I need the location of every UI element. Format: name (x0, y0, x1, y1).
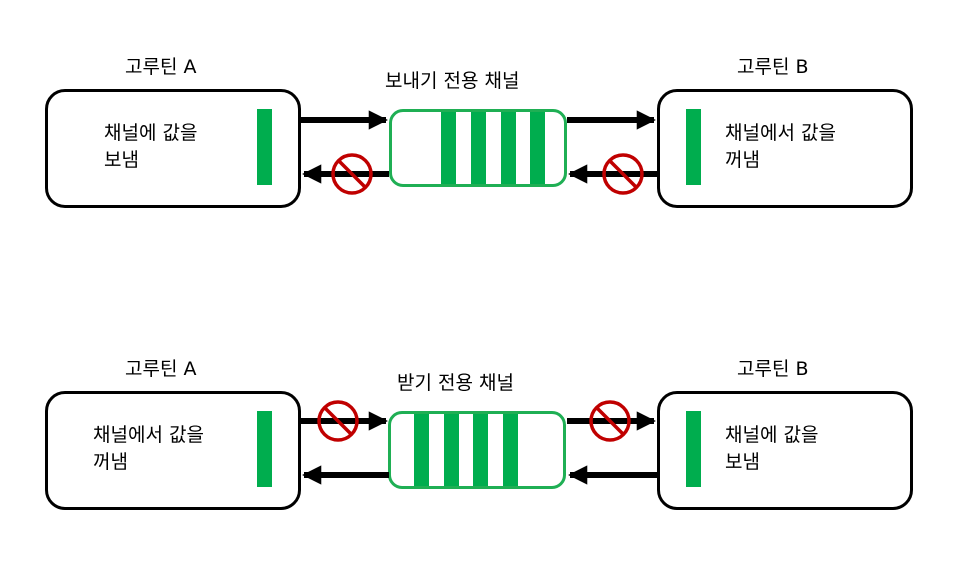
channel-slot (501, 112, 516, 184)
goroutine-a-box-bottom: 채널에서 값을 꺼냄 (45, 391, 301, 510)
channel-slot (471, 112, 486, 184)
goroutine-a-indicator-top (257, 109, 272, 185)
receive-only-channel (388, 411, 566, 489)
channel-slot (473, 414, 488, 486)
goroutine-b-desc-bottom: 채널에 값을 보냄 (725, 424, 819, 473)
goroutine-b-indicator-top (686, 109, 701, 185)
channel-label-bottom: 받기 전용 채널 (397, 372, 514, 394)
goroutine-a-desc-top: 채널에 값을 보냄 (104, 122, 198, 171)
goroutine-b-indicator-bottom (686, 411, 701, 487)
send-only-channel (389, 109, 567, 187)
no-entry-icon (589, 400, 631, 442)
channel-slot (530, 112, 545, 184)
goroutine-a-title-top: 고루틴 A (125, 56, 197, 78)
goroutine-b-desc-top: 채널에서 값을 꺼냄 (725, 122, 836, 171)
goroutine-a-title-bottom: 고루틴 A (125, 358, 197, 380)
no-entry-icon (317, 400, 359, 442)
channel-slot (414, 414, 429, 486)
no-entry-icon (331, 153, 373, 195)
channel-slot (503, 414, 518, 486)
goroutine-a-desc-bottom: 채널에서 값을 꺼냄 (93, 424, 204, 473)
goroutine-b-box-top: 채널에서 값을 꺼냄 (657, 89, 913, 208)
goroutine-b-box-bottom: 채널에 값을 보냄 (657, 391, 913, 510)
channel-slot (441, 112, 456, 184)
goroutine-a-box-top: 채널에 값을 보냄 (45, 89, 301, 208)
goroutine-b-title-bottom: 고루틴 B (737, 358, 809, 380)
channel-label-top: 보내기 전용 채널 (385, 70, 520, 92)
channel-slot (444, 414, 459, 486)
goroutine-a-indicator-bottom (257, 411, 272, 487)
no-entry-icon (602, 153, 644, 195)
goroutine-b-title-top: 고루틴 B (737, 56, 809, 78)
